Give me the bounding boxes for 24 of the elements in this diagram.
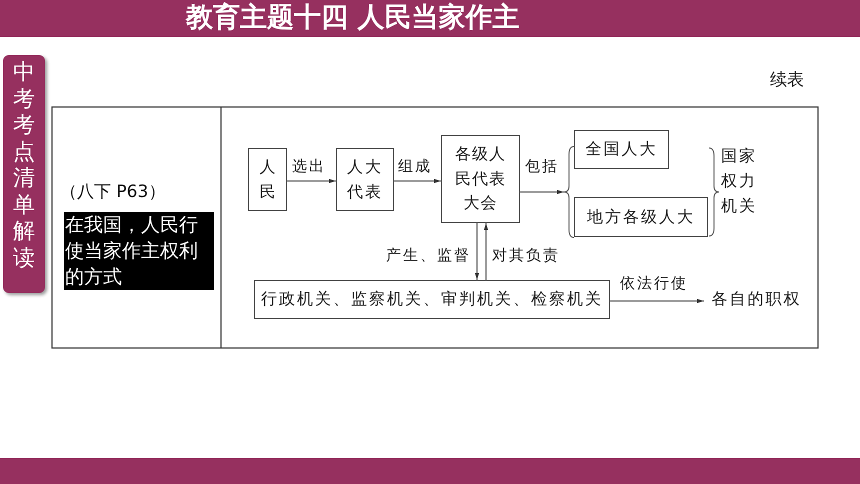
edge-label: 组成 (398, 157, 432, 175)
edge-label: 包括 (525, 157, 559, 175)
process-box: 人民 (248, 148, 287, 211)
result-text: 各自的职权 (712, 288, 802, 310)
arrow (286, 178, 336, 184)
process-box: 全国人大 (574, 130, 669, 169)
edge-label: 对其负责 (492, 246, 560, 264)
title: 教育主题十四 人民当家作主 (186, 2, 520, 34)
process-box: 地方各级人大 (574, 197, 708, 237)
arrow (520, 190, 564, 194)
arrow (474, 222, 480, 280)
sidebar-tab: 中考考点清单解读 (3, 55, 45, 293)
table-note: 续表 (770, 69, 804, 91)
process-box: 行政机关、监察机关、审判机关、检察机关 (254, 280, 610, 319)
process-box: 各级人民代表大会 (441, 135, 520, 223)
group-label: 国家权力机关 (721, 145, 758, 217)
arrow (394, 178, 442, 184)
source-note: （八下 P63） (60, 181, 166, 203)
edge-label: 产生、监督 (386, 246, 471, 264)
process-box: 人大代表 (336, 148, 394, 211)
arrow (484, 222, 488, 280)
arrow (610, 298, 704, 304)
highlighted-text: 在我国，人民行使当家作主权利的方式 (64, 212, 214, 290)
edge-label: 依法行使 (620, 274, 688, 292)
